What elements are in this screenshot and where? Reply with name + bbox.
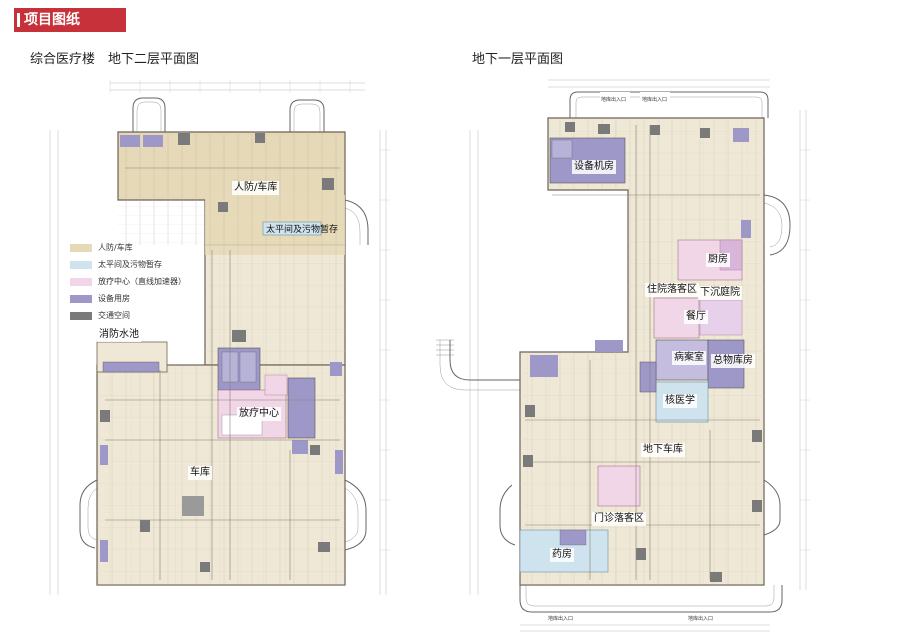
legend-label: 放疗中心（直线加速器） [98, 277, 186, 286]
label-fire-pool: 消防水池 [97, 328, 141, 342]
left-plan-title: 综合医疗楼 地下二层平面图 [30, 52, 200, 67]
legend-label: 太平间及污物暂存 [98, 260, 162, 269]
label-civil-defense: 人防/车库 [232, 181, 280, 195]
label-morgue: 太平间及污物暂存 [266, 225, 339, 235]
ramp-label-top-right: 地库出入口 [642, 97, 668, 103]
section-title: 项目图纸 [24, 12, 80, 28]
legend-swatch [70, 278, 92, 286]
legend-swatch [70, 312, 92, 320]
legend-swatch [70, 261, 92, 269]
legend-label: 交通空间 [98, 311, 130, 320]
label-pharmacy: 药房 [550, 548, 574, 562]
ramp-label-bottom-left: 地库出入口 [548, 616, 574, 622]
left-plan [49, 80, 390, 595]
right-plan-title: 地下一层平面图 [472, 52, 564, 67]
label-garage-right: 地下车库 [641, 443, 685, 457]
label-garage-left: 车库 [188, 466, 212, 480]
label-storage: 总物库房 [711, 354, 755, 368]
legend-swatch [70, 295, 92, 303]
header-mark [17, 13, 20, 27]
ramp-label-bottom-right: 地库出入口 [688, 616, 714, 622]
ramp-label-top-left: 地库出入口 [601, 97, 627, 103]
label-sunken-court: 下沉庭院 [698, 286, 742, 300]
legend-label: 人防/车库 [98, 243, 133, 252]
legend-label: 设备用房 [98, 294, 130, 303]
section-header: 项目图纸 [14, 8, 126, 32]
label-nuclear: 核医学 [663, 394, 697, 408]
label-equipment: 设备机房 [572, 160, 616, 174]
label-outpatient-dropoff: 门诊落客区 [592, 512, 646, 526]
label-inpatient-dropoff: 住院落客区 [645, 283, 699, 297]
right-plan [436, 79, 810, 632]
label-radiotherapy: 放疗中心 [237, 407, 281, 421]
legend-swatch [70, 244, 92, 252]
label-dining: 餐厅 [684, 310, 708, 324]
label-pathology: 病案室 [672, 351, 706, 365]
label-kitchen: 厨房 [706, 253, 730, 267]
